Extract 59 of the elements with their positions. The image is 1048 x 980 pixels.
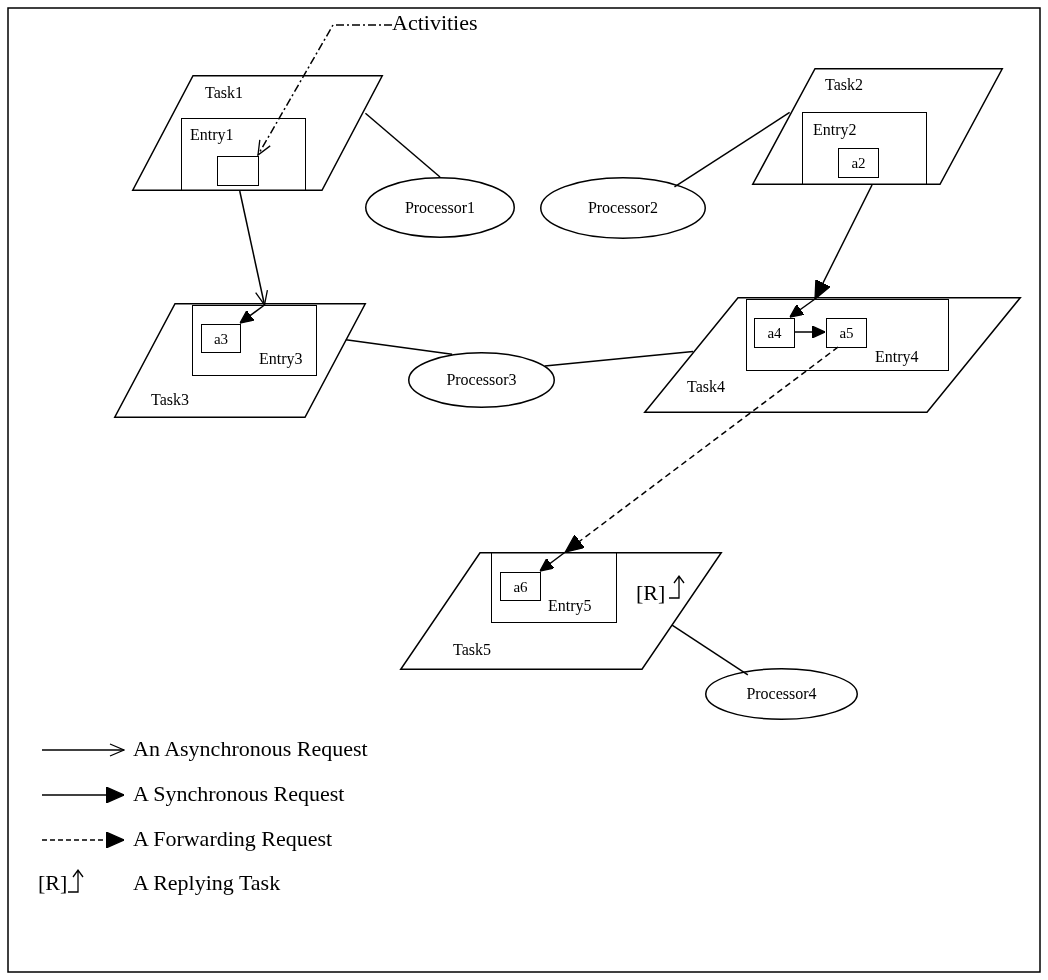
request-arrow <box>239 190 269 306</box>
task-label: Task3 <box>151 391 189 409</box>
entry-label: Entry5 <box>548 597 592 615</box>
entry-box <box>802 112 927 185</box>
task-label: Task1 <box>205 84 243 102</box>
request-arrow <box>564 346 839 553</box>
legend-text: An Asynchronous Request <box>133 736 368 762</box>
request-arrow <box>539 551 567 572</box>
activity-box <box>838 148 879 178</box>
task-label: Task5 <box>453 641 491 659</box>
activity-box <box>500 572 541 601</box>
connector-line <box>673 111 791 188</box>
task-parallelogram <box>644 297 1021 413</box>
leader-line <box>257 24 393 156</box>
task-label: Task4 <box>687 378 725 396</box>
task-parallelogram <box>132 75 383 191</box>
callout-text: Activities <box>392 10 478 36</box>
task-parallelogram <box>114 303 366 418</box>
request-arrow <box>789 298 816 318</box>
request-arrow <box>793 325 826 339</box>
processor-ellipse <box>705 668 858 720</box>
entry-label: a4 <box>767 324 782 342</box>
entry-label: a2 <box>851 154 866 172</box>
entry-label: a5 <box>839 324 854 342</box>
entry-box <box>491 552 617 623</box>
request-arrow <box>814 184 873 300</box>
processor-label: Processor1 <box>404 198 476 217</box>
entry-label: Entry2 <box>813 121 857 139</box>
connector-line <box>364 112 441 178</box>
processor-ellipse <box>540 177 706 239</box>
processor-ellipse <box>408 352 555 408</box>
activity-box <box>201 324 241 353</box>
entry-box <box>181 118 306 191</box>
connector-line <box>543 350 694 367</box>
replying-marker: [R] <box>38 870 68 896</box>
entry-label: a3 <box>213 329 229 348</box>
legend-text: A Forwarding Request <box>133 826 333 852</box>
connector-line <box>671 624 749 676</box>
entry-label: Entry3 <box>259 350 303 368</box>
entry-box <box>192 305 317 376</box>
processor-label: Processor3 <box>446 371 517 389</box>
replying-marker: [R] <box>636 580 666 606</box>
task-label: Task2 <box>825 76 863 94</box>
activity-box <box>217 156 259 186</box>
activity-box <box>754 318 795 348</box>
entry-label: Entry1 <box>190 126 234 144</box>
processor-label: Processor2 <box>587 199 659 217</box>
processor-ellipse <box>365 177 515 238</box>
connector-line <box>345 339 453 355</box>
task-parallelogram <box>752 68 1003 185</box>
entry-label: Entry4 <box>875 348 919 366</box>
activity-box <box>826 318 867 348</box>
task-parallelogram <box>400 552 722 670</box>
processor-label: Processor4 <box>746 685 817 703</box>
request-arrow <box>239 304 266 324</box>
legend-text: A Replying Task <box>133 870 281 896</box>
entry-box <box>746 299 949 371</box>
entry-label: a6 <box>513 577 528 596</box>
legend-text: A Synchronous Request <box>133 781 345 807</box>
